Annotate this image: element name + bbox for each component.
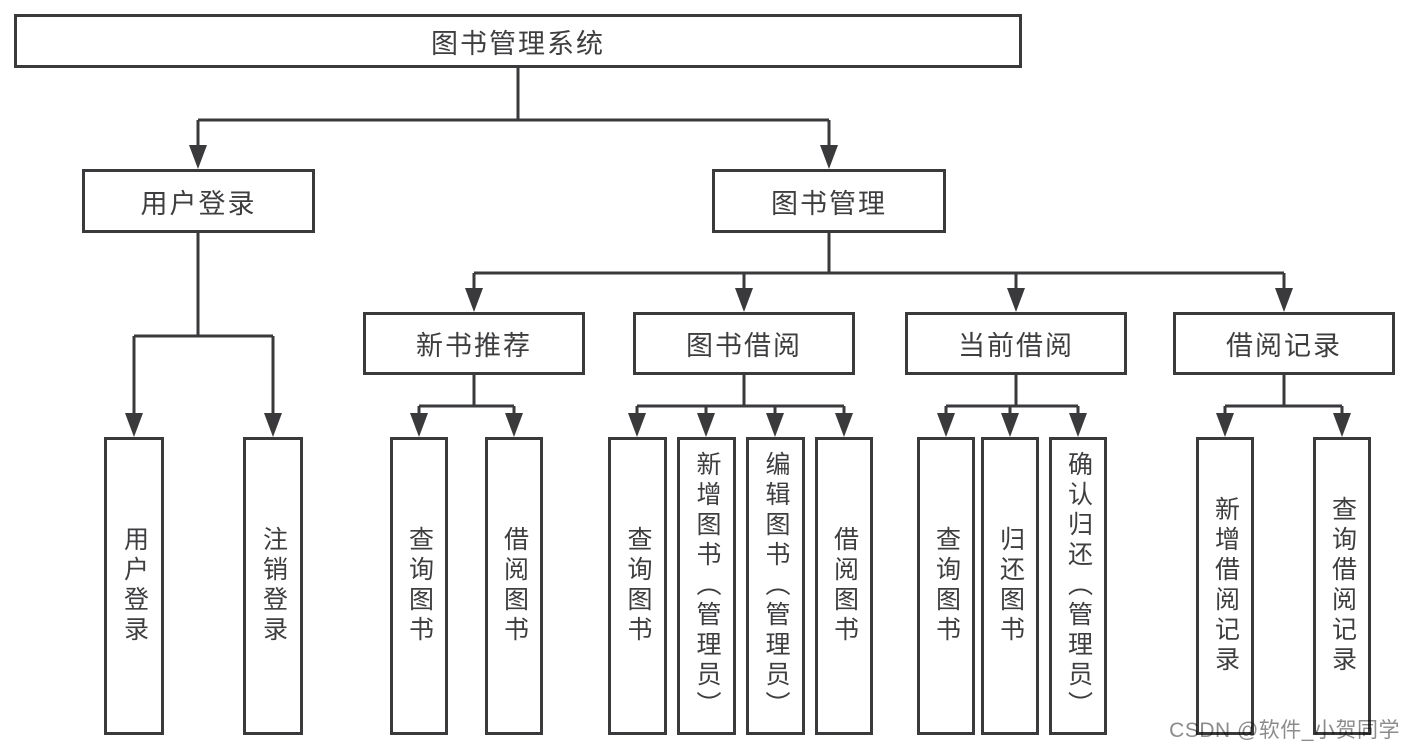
connector-current-borrow-branch <box>944 375 1080 414</box>
leaf-confirm-return-admin: 确认归还（管理员） <box>1049 437 1107 735</box>
leaf-edit-books-admin: 编辑图书（管理员） <box>746 437 805 735</box>
leaf-query-books-borrow: 查询图书 <box>608 437 667 735</box>
node-user-login: 用户登录 <box>82 169 315 233</box>
connector-book-borrow-branch <box>635 375 846 414</box>
leaf-borrow-books: 借阅图书 <box>815 437 873 735</box>
node-current-borrowing: 当前借阅 <box>905 312 1127 375</box>
leaf-user-login: 用户登录 <box>104 437 164 735</box>
connector-book-mgmt-branch <box>472 233 1286 289</box>
node-root-system: 图书管理系统 <box>14 14 1022 68</box>
leaf-logout: 注销登录 <box>243 437 303 735</box>
arrowheads <box>125 145 1351 437</box>
leaf-query-borrow-record: 查询借阅记录 <box>1313 437 1371 735</box>
node-book-borrowing: 图书借阅 <box>633 312 855 375</box>
leaf-query-books-current: 查询图书 <box>917 437 975 735</box>
leaf-borrow-books-recommend: 借阅图书 <box>485 437 543 735</box>
connector-borrow-records-branch <box>1223 375 1344 414</box>
connector-new-book-branch <box>417 375 516 414</box>
connector-user-login-branch <box>132 233 275 414</box>
leaf-add-borrow-record: 新增借阅记录 <box>1196 437 1254 735</box>
leaf-add-books-admin: 新增图书（管理员） <box>677 437 736 735</box>
leaf-query-books-recommend: 查询图书 <box>390 437 448 735</box>
connector-root-branch <box>196 68 831 146</box>
leaf-return-books: 归还图书 <box>981 437 1039 735</box>
csdn-watermark: CSDN @软件_小贺同学 <box>1169 719 1400 742</box>
node-book-management: 图书管理 <box>712 169 946 233</box>
node-new-book-recommend: 新书推荐 <box>363 312 585 375</box>
node-borrow-records: 借阅记录 <box>1173 312 1395 375</box>
